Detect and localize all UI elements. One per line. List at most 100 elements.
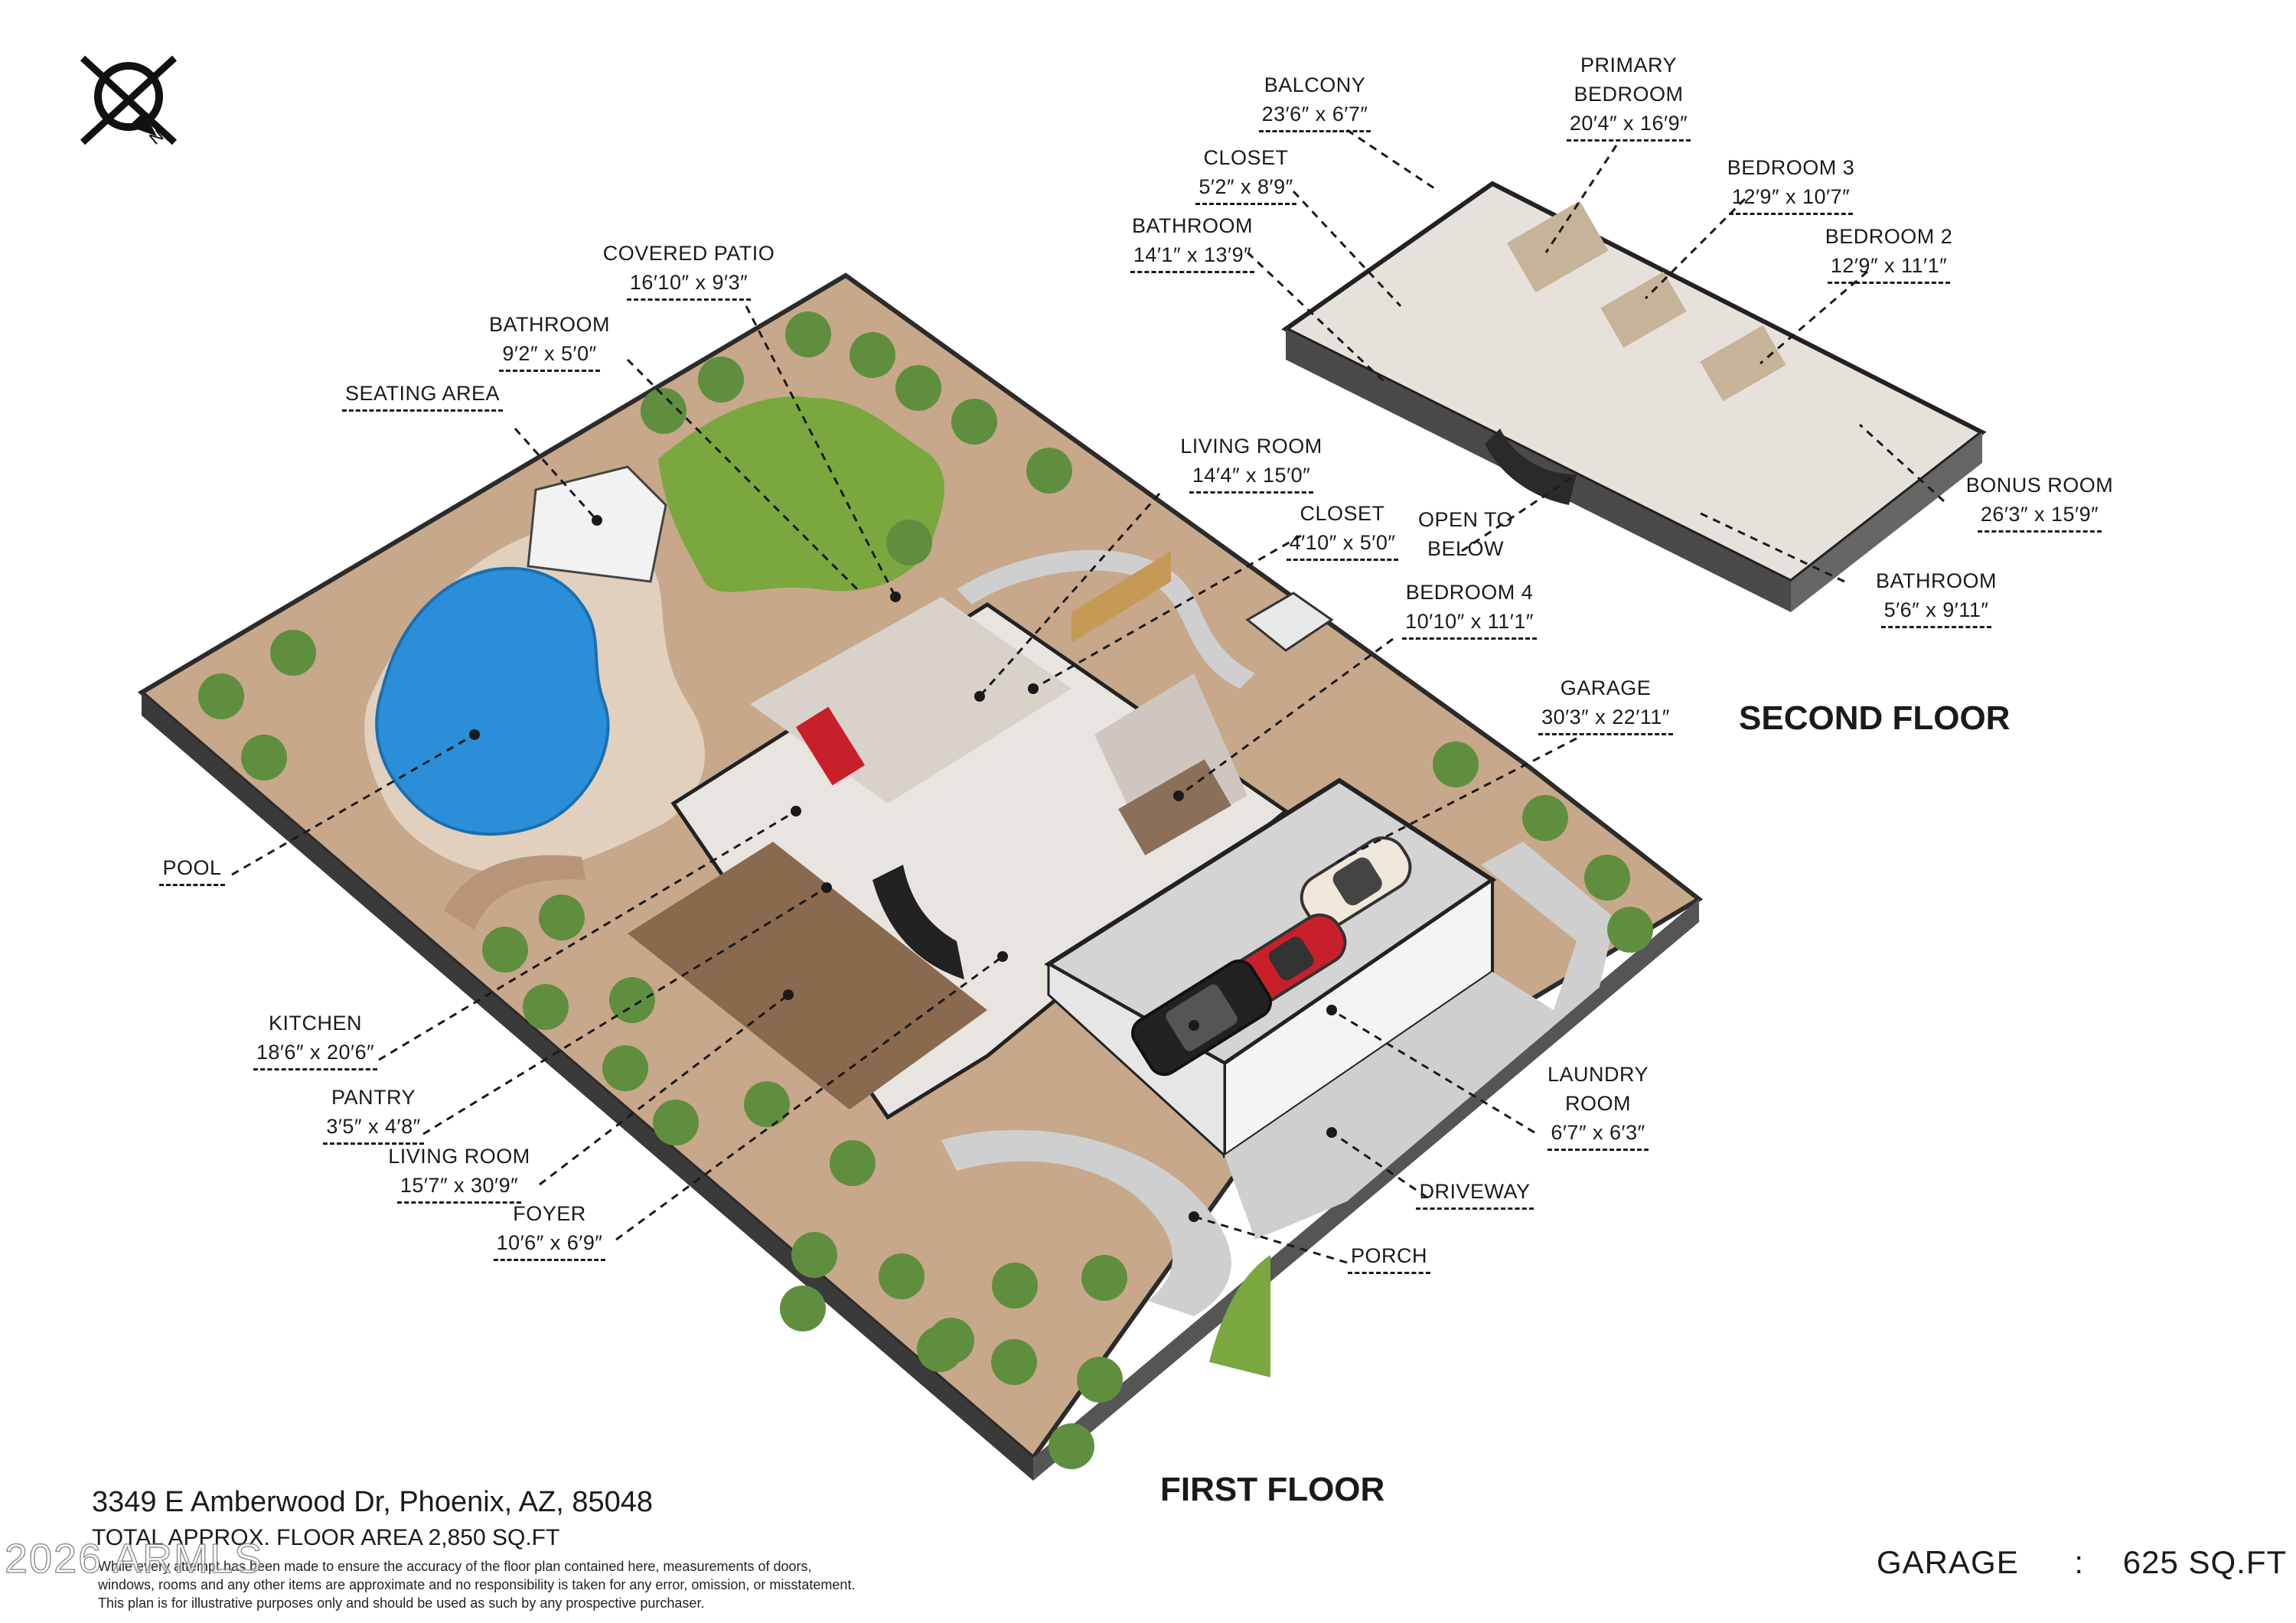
garage-area-summary: GARAGE : 625 SQ.FT [1877,1544,2287,1581]
label-bathroom-lower: BATHROOM 9′2″ x 5′0″ [473,310,626,372]
label-dim: 10′10″ x 11′1″ [1402,607,1537,640]
label-seating-area: SEATING AREA [331,379,514,412]
disclaimer-line: While every attempt has been made to ens… [98,1559,812,1574]
label-dim: 5′6″ x 9′11″ [1880,595,1992,628]
label-name: BEDROOM 4 [1405,581,1534,604]
label-dim: 12′9″ x 11′1″ [1827,251,1951,284]
label-name: BATHROOM [1876,569,1997,592]
label-dim: 30′3″ x 22′11″ [1538,702,1673,735]
label-name: CLOSET [1300,502,1385,525]
wood-gate [1071,551,1171,643]
label-name: BALCONY [1264,73,1366,96]
primary-bed [1506,200,1609,293]
leader-lines-second [1246,129,1945,583]
label-covered-patio: COVERED PATIO 16′10″ x 9′3″ [589,239,788,301]
label-bathroom-upper-2: BATHROOM 5′6″ x 9′11″ [1860,566,2013,628]
label-dim: 3′5″ x 4′8″ [323,1112,424,1145]
label-dim: 23′6″ x 6′7″ [1258,99,1371,132]
first-floor-plan [137,272,1704,1481]
label-name: BATHROOM [489,313,610,336]
label-bathroom-upper: BATHROOM 14′1″ x 13′9″ [1116,211,1269,273]
leader-lines-first [231,305,1577,1264]
label-dim: 9′2″ x 5′0″ [499,339,600,372]
label-garage: GARAGE 30′3″ x 22′11″ [1514,673,1698,735]
garage-area-value: 625 SQ.FT [2122,1544,2288,1580]
label-name: LIVING ROOM [1180,435,1322,458]
room-markers-first [469,515,1337,1222]
label-name: DRIVEWAY [1416,1177,1534,1210]
pool-bench [444,855,585,930]
disclaimer-line: This plan is for illustrative purposes o… [98,1595,705,1611]
car-black [1131,959,1272,1077]
total-floor-area: TOTAL APPROX. FLOOR AREA 2,850 SQ.FT [92,1525,560,1550]
label-bedroom3: BEDROOM 3 12′9″ x 10′7″ [1714,153,1867,215]
garage-area-sep: : [2074,1544,2085,1580]
second-floor-wall-right [1791,432,1982,612]
lot-wall-left [142,693,1033,1481]
label-laundry-room: LAUNDRY ROOM 6′7″ x 6′3″ [1521,1060,1675,1151]
label-pool: POOL [150,853,234,886]
label-bedroom2: BEDROOM 2 12′9″ x 11′1″ [1812,222,1965,284]
label-name: KITCHEN [268,1012,362,1035]
label-dim: 4′10″ x 5′0″ [1286,528,1399,561]
lawn-back [658,396,944,592]
label-name: LIVING ROOM [388,1145,530,1168]
dining-table [795,706,866,786]
label-driveway: DRIVEWAY [1410,1177,1540,1210]
label-name: OPEN TO [1417,508,1514,531]
label-dim: 20′4″ x 16′9″ [1566,109,1691,142]
label-closet-lower: CLOSET 4′10″ x 5′0″ [1266,499,1419,561]
label-name: PORCH [1347,1241,1430,1274]
label-name: BEDROOM 3 [1727,156,1855,179]
driveway-pavement [1225,842,1615,1240]
label-dim: 10′6″ x 6′9″ [493,1228,606,1261]
property-address: 3349 E Amberwood Dr, Phoenix, AZ, 85048 [92,1486,654,1518]
label-bonus-room: BONUS ROOM 26′3″ x 15′9″ [1948,471,2131,533]
label-name: BEDROOM 2 [1825,225,1953,248]
watermark: 2026 ARMLS [4,1535,264,1582]
car-white [1300,836,1412,929]
label-name: LAUNDRY [1547,1063,1649,1086]
label-living-room-lower: LIVING ROOM 15′7″ x 30′9″ [367,1142,551,1204]
disclaimer: While every attempt has been made to ens… [98,1557,1055,1612]
shed [1245,592,1334,652]
label-dim: 5′2″ x 8′9″ [1195,172,1296,205]
label-foyer: FOYER 10′6″ x 6′9″ [473,1199,626,1261]
garage-area-label: GARAGE [1877,1544,2019,1580]
label-kitchen: KITCHEN 18′6″ x 20′6″ [239,1009,392,1071]
label-name: COVERED PATIO [602,242,775,265]
label-name: FOYER [513,1202,586,1225]
label-dim: 18′6″ x 20′6″ [253,1038,378,1071]
label-pantry: PANTRY 3′5″ x 4′8″ [297,1083,450,1145]
label-name: ROOM [1565,1092,1631,1115]
label-name: BELOW [1427,537,1505,560]
bedroom3-bed [1600,272,1687,348]
label-dim: 14′4″ x 15′0″ [1189,461,1314,494]
second-floor-plan [1246,129,1987,612]
staircase [872,865,964,979]
label-name: PANTRY [331,1086,416,1109]
label-open-to-below: OPEN TO BELOW [1389,505,1542,563]
label-name: BONUS ROOM [1965,474,2114,497]
lot-wall-right [1033,899,1699,1481]
bedroom2-bed [1700,325,1786,402]
second-floor-title: SECOND FLOOR [1739,699,2011,737]
second-floor-stairs [1485,429,1577,505]
label-closet-upper: CLOSET 5′2″ x 8′9″ [1169,143,1322,205]
label-dim: 15′7″ x 30′9″ [396,1171,522,1204]
label-dim: 12′9″ x 10′7″ [1728,182,1854,215]
side-walkway [957,549,1255,689]
label-name: POOL [159,853,225,886]
lawn-front [1209,1255,1270,1377]
label-balcony: BALCONY 23′6″ x 6′7″ [1238,70,1391,132]
label-primary-bedroom: PRIMARY BEDROOM 20′4″ x 16′9″ [1552,51,1705,142]
bedroom4-bed [1118,759,1231,855]
label-name: BEDROOM [1574,83,1684,106]
compass-icon: N [80,55,178,148]
disclaimer-line: windows, rooms and any other items are a… [98,1577,856,1592]
label-dim: 16′10″ x 9′3″ [626,268,752,301]
label-name: CLOSET [1203,146,1289,169]
first-floor-title: FIRST FLOOR [1160,1471,1385,1508]
label-name: PRIMARY [1580,54,1678,77]
